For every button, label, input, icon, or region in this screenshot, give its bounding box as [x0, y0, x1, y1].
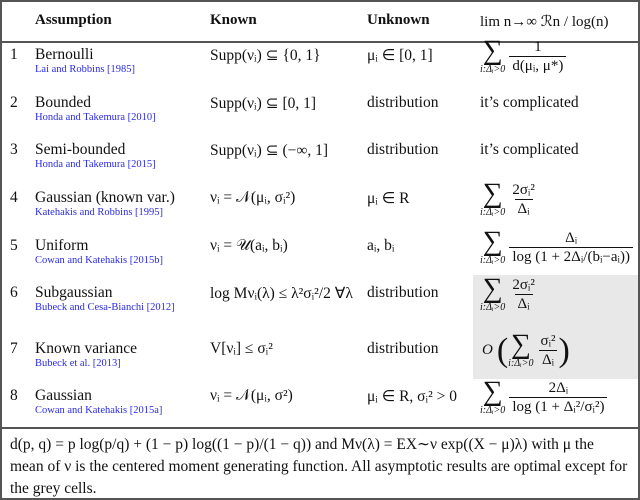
known-cell: Supp(νᵢ) ⊆ {0, 1} — [210, 47, 321, 64]
limit-cell: it’s complicated — [480, 141, 579, 158]
known-cell: νᵢ = 𝒩(μᵢ, σᵢ²) — [210, 189, 296, 206]
unknown-cell: aᵢ, bᵢ — [367, 237, 395, 254]
citation-link[interactable]: Katehakis and Robbins [1995] — [35, 207, 164, 218]
row-number: 7 — [10, 340, 18, 357]
row-number: 8 — [10, 387, 18, 404]
assumption-name: Subgaussian — [35, 284, 113, 301]
row-number: 4 — [10, 189, 18, 206]
header-limit: lim n→∞ ℛn / log(n) — [480, 14, 609, 30]
numerator: 2σᵢ² — [512, 181, 535, 198]
assumption-name: Uniform — [35, 237, 89, 254]
numerator: Δᵢ — [565, 229, 578, 246]
denominator: Δᵢ — [514, 293, 533, 313]
unknown-cell: μᵢ ∈ R, σᵢ² > 0 — [367, 388, 457, 405]
numerator: 2σᵢ² — [512, 276, 535, 293]
sum-subscript: i:Δᵢ>0 — [508, 358, 534, 369]
citation-link[interactable]: Honda and Takemura [2010] — [35, 112, 156, 123]
assumption-name: Gaussian — [35, 387, 92, 404]
assumption-name: Bounded — [35, 94, 91, 111]
footer-rule — [0, 427, 640, 429]
sum-subscript: i:Δᵢ>0 — [480, 255, 506, 266]
unknown-cell: distribution — [367, 340, 439, 357]
denominator: log (1 + Δᵢ²/σᵢ²) — [509, 396, 608, 416]
known-cell: Supp(νᵢ) ⊆ [0, 1] — [210, 95, 317, 112]
known-cell: log Mνᵢ(λ) ≤ λ²σᵢ²/2 ∀λ — [210, 285, 353, 302]
assumption-name: Known variance — [35, 340, 137, 357]
row-number: 5 — [10, 237, 18, 254]
assumption-name: Bernoulli — [35, 46, 94, 63]
denominator: log (1 + 2Δᵢ/(bᵢ−aᵢ)) — [509, 246, 633, 266]
grey-cells — [473, 275, 638, 379]
row-number: 2 — [10, 94, 18, 111]
known-cell: V[νᵢ] ≤ σᵢ² — [210, 340, 273, 357]
row-number: 6 — [10, 284, 18, 301]
header-assumption: Assumption — [35, 12, 112, 28]
sum-symbol: ∑i:Δᵢ>0 — [480, 178, 506, 219]
denominator: Δᵢ — [514, 198, 533, 218]
denominator: d(μᵢ, μ*) — [509, 55, 567, 75]
citation-link[interactable]: Bubeck and Cesa-Bianchi [2012] — [35, 302, 175, 313]
citation-link[interactable]: Bubeck et al. [2013] — [35, 358, 121, 369]
row-number: 3 — [10, 141, 18, 158]
sum-symbol: ∑i:Δᵢ>0 — [508, 329, 534, 370]
unknown-cell: distribution — [367, 141, 439, 158]
unknown-cell: μᵢ ∈ R — [367, 190, 410, 207]
assumption-name: Semi-bounded — [35, 141, 126, 158]
sum-subscript: i:Δᵢ>0 — [480, 207, 506, 218]
numerator: 2Δᵢ — [548, 379, 569, 396]
known-cell: νᵢ = 𝒩(μᵢ, σ²) — [210, 387, 293, 404]
paren-left: ( — [496, 331, 509, 369]
sum-symbol: ∑i:Δᵢ>0 — [480, 376, 506, 417]
limit-cell: it’s complicated — [480, 94, 579, 111]
known-cell: νᵢ = 𝒰(aᵢ, bᵢ) — [210, 237, 288, 254]
unknown-cell: distribution — [367, 94, 439, 111]
citation-link[interactable]: Cowan and Katehakis [2015a] — [35, 405, 163, 416]
sum-symbol: ∑i:Δᵢ>0 — [480, 35, 506, 76]
numerator: σᵢ² — [540, 332, 556, 349]
row-number: 1 — [10, 46, 18, 63]
assumption-name: Gaussian (known var.) — [35, 189, 175, 206]
header-known: Known — [210, 12, 257, 28]
citation-link[interactable]: Honda and Takemura [2015] — [35, 159, 156, 170]
unknown-cell: distribution — [367, 284, 439, 301]
citation-link[interactable]: Cowan and Katehakis [2015b] — [35, 255, 164, 266]
footnote: d(p, q) = p log(p/q) + (1 − p) log((1 − … — [10, 436, 628, 497]
sum-symbol: ∑i:Δᵢ>0 — [480, 273, 506, 314]
sum-symbol: ∑i:Δᵢ>0 — [480, 226, 506, 267]
sum-subscript: i:Δᵢ>0 — [480, 405, 506, 416]
big-o: O — [482, 342, 493, 358]
unknown-cell: μᵢ ∈ [0, 1] — [367, 47, 433, 64]
numerator: 1 — [534, 38, 542, 55]
sum-subscript: i:Δᵢ>0 — [480, 64, 506, 75]
header-unknown: Unknown — [367, 12, 430, 28]
citation-link[interactable]: Lai and Robbins [1985] — [35, 64, 136, 75]
sum-subscript: i:Δᵢ>0 — [480, 302, 506, 313]
paren-right: ) — [558, 331, 570, 369]
header-rule — [0, 41, 640, 43]
denominator: Δᵢ — [538, 349, 558, 369]
known-cell: Supp(νᵢ) ⊆ (−∞, 1] — [210, 142, 329, 159]
